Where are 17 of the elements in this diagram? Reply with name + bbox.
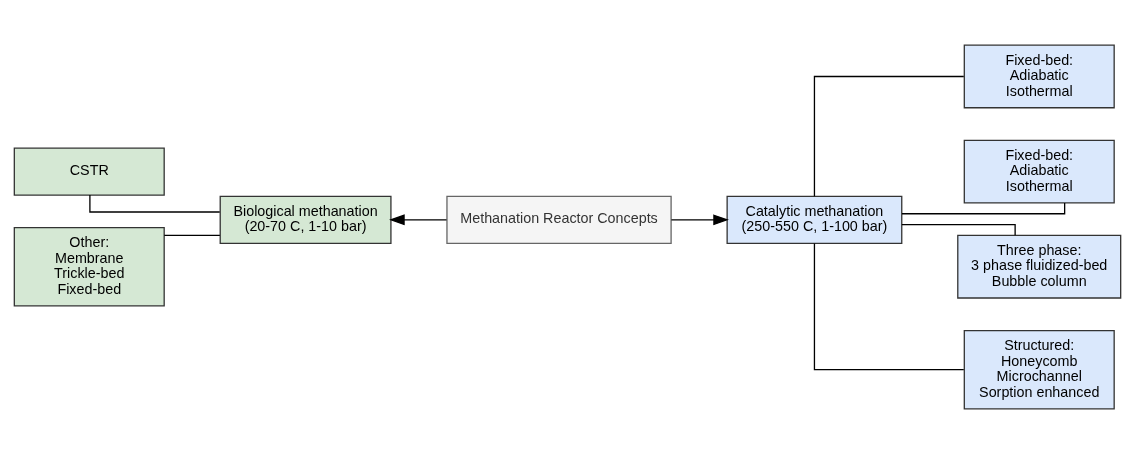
node-box: Fixed-bed: Adiabatic Isothermal [963, 44, 1115, 109]
arrow [670, 214, 729, 226]
node-box: Other: Membrane Trickle-bed Fixed-bed [13, 227, 165, 307]
node-box: CSTR [13, 147, 165, 196]
node-box: Methanation Reactor Concepts [446, 195, 672, 244]
node-box: Structured: Honeycomb Microchannel Sorption enhanced [963, 329, 1115, 410]
connector [901, 223, 1016, 236]
connector [89, 194, 221, 213]
node-box: Biological methanation (20-70 C, 1-10 bar) [219, 195, 392, 244]
connector [813, 242, 965, 371]
connector [813, 75, 965, 197]
connector [163, 234, 221, 237]
arrow [389, 214, 448, 226]
node-box: Three phase: 3 phase fluidized-bed Bubble column [957, 234, 1122, 299]
node-box: Fixed-bed: Adiabatic Isothermal [963, 139, 1115, 204]
connector [901, 202, 1066, 215]
node-box: Catalytic methanation (250-550 C, 1-100 bar) [726, 195, 903, 244]
